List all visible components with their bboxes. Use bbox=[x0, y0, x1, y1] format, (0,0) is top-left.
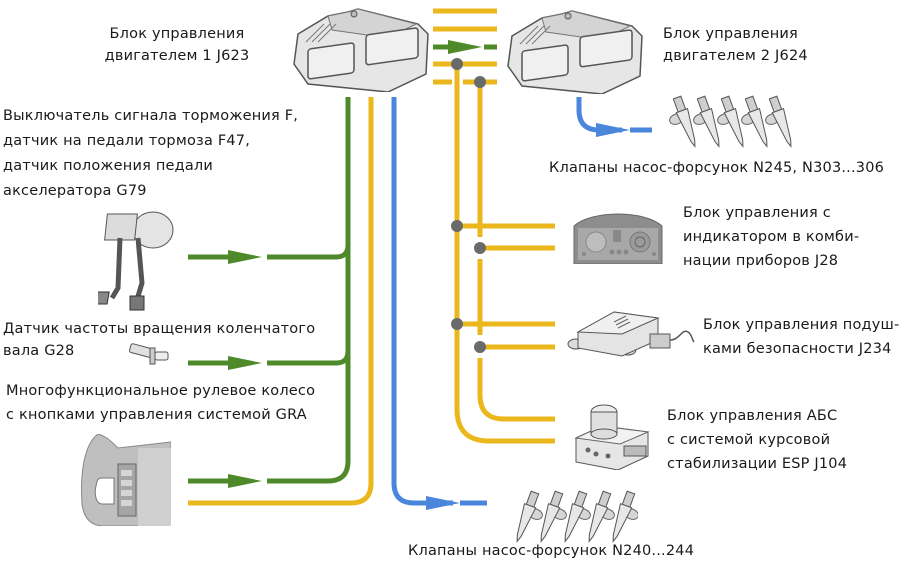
airbag-label: Блок управления подуш- ками безопасности… bbox=[703, 313, 899, 361]
junction-node bbox=[474, 341, 486, 353]
injector-icon bbox=[741, 95, 768, 148]
steering-wheel-icon bbox=[81, 433, 172, 527]
label-line: Блок управления bbox=[663, 26, 798, 42]
pedal-assembly-image bbox=[84, 208, 178, 313]
label-line: Блок управления с bbox=[683, 205, 831, 221]
injector-icon bbox=[717, 95, 744, 148]
instrument-cluster-label: Блок управления с индикатором в комби- н… bbox=[683, 201, 859, 273]
ecu-icon bbox=[293, 8, 429, 93]
label-line: Датчик частоты вращения коленчатого bbox=[3, 321, 316, 337]
junction-node bbox=[474, 242, 486, 254]
steering-wheel-image bbox=[78, 433, 172, 527]
input-signal-wire bbox=[267, 97, 351, 484]
can-bus-line bbox=[454, 64, 555, 444]
arrowhead-icon bbox=[228, 356, 262, 370]
label-line: индикатором в комби- bbox=[683, 229, 860, 245]
injectors-bottom-image bbox=[508, 487, 639, 547]
injector-icon bbox=[516, 490, 543, 543]
ecu-2-label: Блок управления двигателем 2 J624 bbox=[663, 23, 808, 67]
instrument-cluster-icon bbox=[573, 213, 663, 265]
airbag-module-image bbox=[566, 306, 696, 358]
label-line: с системой курсовой bbox=[667, 432, 831, 448]
injector-icon bbox=[765, 95, 792, 148]
can-bus-line bbox=[188, 97, 374, 506]
label-line: с кнопками управления системой GRA bbox=[6, 407, 307, 423]
junction-node bbox=[451, 318, 463, 330]
label-line: акселератора G79 bbox=[3, 183, 147, 199]
injectors-top-label: Клапаны насос-форсунок N245, N303...306 bbox=[549, 160, 885, 176]
arrowhead-icon bbox=[228, 474, 262, 488]
label-line: вала G28 bbox=[3, 343, 75, 359]
ecu-icon bbox=[507, 10, 643, 95]
injector-icon bbox=[564, 490, 591, 543]
label-line: стабилизации ESP J104 bbox=[667, 456, 848, 472]
crankshaft-sensor-label: Датчик частоты вращения коленчатого вала… bbox=[3, 318, 315, 362]
junction-node bbox=[451, 220, 463, 232]
injector-icon bbox=[693, 95, 720, 148]
label-line: Блок управления АБС bbox=[667, 408, 838, 424]
pedal-icon bbox=[84, 211, 174, 311]
injector-icon bbox=[588, 490, 615, 543]
instrument-cluster-image bbox=[572, 208, 664, 265]
arrowhead-icon bbox=[426, 496, 460, 510]
label-line: Блок управления подуш- bbox=[703, 317, 900, 333]
sensor-icon bbox=[129, 343, 169, 365]
label-line: Многофункциональное рулевое колесо bbox=[6, 383, 316, 399]
abs-module-image bbox=[572, 400, 652, 471]
input-signal-wire bbox=[267, 350, 351, 366]
label-line: Выключатель сигнала торможения F, bbox=[3, 108, 299, 124]
abs-module-icon bbox=[574, 404, 650, 471]
crankshaft-sensor-image bbox=[128, 340, 170, 366]
label-line: двигателем 2 J624 bbox=[663, 48, 808, 64]
label-line: двигателем 1 J623 bbox=[104, 48, 250, 64]
injector-group-icon bbox=[669, 95, 792, 148]
ecu-2-image bbox=[502, 6, 647, 95]
brake-sensors-label: Выключатель сигнала торможения F, датчик… bbox=[3, 104, 298, 204]
injector-icon bbox=[669, 95, 696, 148]
arrowhead-icon bbox=[228, 250, 262, 264]
label-line: нации приборов J28 bbox=[683, 253, 839, 269]
injectors-top-image bbox=[668, 92, 798, 152]
arrowhead-icon bbox=[448, 40, 482, 54]
output-signal-wire bbox=[391, 97, 453, 506]
junction-node bbox=[451, 58, 463, 70]
ecu-1-label: Блок управления двигателем 1 J623 bbox=[92, 23, 262, 67]
ecu-1-image bbox=[288, 4, 433, 93]
junction-node bbox=[474, 76, 486, 88]
label-line: датчик положения педали bbox=[3, 158, 214, 174]
injector-group-icon bbox=[516, 490, 639, 543]
airbag-module-icon bbox=[567, 311, 695, 357]
input-signal-wire bbox=[267, 244, 351, 260]
arrowhead-icon bbox=[596, 123, 630, 137]
abs-label: Блок управления АБС с системой курсовой … bbox=[667, 404, 847, 476]
injectors-bottom-label: Клапаны насос-форсунок N240...244 bbox=[408, 543, 695, 559]
label-line: Блок управления bbox=[109, 26, 245, 42]
steering-wheel-label: Многофункциональное рулевое колесо с кно… bbox=[6, 379, 315, 427]
label-line: ками безопасности J234 bbox=[703, 341, 892, 357]
injector-icon bbox=[540, 490, 567, 543]
label-line: датчик на педали тормоза F47, bbox=[3, 133, 251, 149]
